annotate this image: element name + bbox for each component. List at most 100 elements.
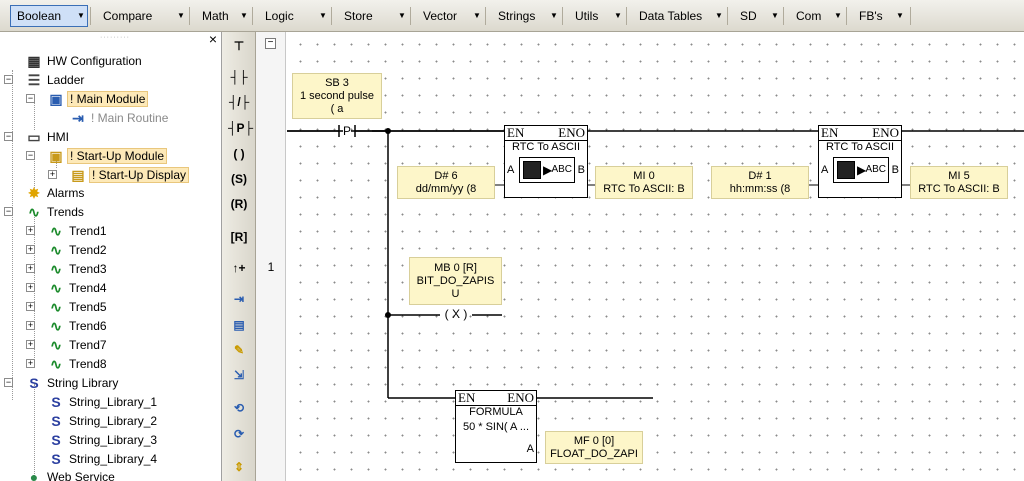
- menu-vector[interactable]: Vector▼: [416, 5, 484, 27]
- tree-item-trend3[interactable]: +∿Trend3: [0, 260, 220, 279]
- tree-item-trend8[interactable]: +∿Trend8: [0, 355, 220, 374]
- collapse-icon[interactable]: −: [4, 206, 13, 216]
- increment-icon[interactable]: ↑+: [232, 261, 246, 275]
- tree-item-trend5[interactable]: +∿Trend5: [0, 298, 220, 317]
- menu-logic[interactable]: Logic▼: [258, 5, 330, 27]
- tree-item-trend6[interactable]: +∿Trend6: [0, 317, 220, 336]
- subroutine-icon[interactable]: ⟳: [233, 427, 245, 441]
- close-panel-button[interactable]: ×: [208, 32, 218, 47]
- tree-item-start-up-display[interactable]: +▤! Start-Up Display: [0, 166, 220, 185]
- rung-collapse-button[interactable]: −: [265, 38, 276, 49]
- menu-label: Com: [796, 9, 822, 23]
- expand-icon[interactable]: +: [26, 282, 35, 292]
- tree-item-label: HMI: [47, 130, 69, 144]
- web-service-icon: ●: [29, 469, 39, 481]
- coil-reset-icon[interactable]: (R): [230, 197, 248, 211]
- tree-item-label: Trend7: [69, 338, 107, 352]
- tree-item-ladder[interactable]: −☰Ladder: [0, 71, 220, 90]
- collapse-icon[interactable]: −: [26, 93, 35, 103]
- tree-item-start-up-module[interactable]: −▣! Start-Up Module: [0, 147, 220, 166]
- chevron-down-icon: ▼: [398, 11, 406, 20]
- panel-grip[interactable]: ·········: [100, 34, 130, 41]
- trend-icon: ∿: [50, 242, 62, 258]
- string-library-icon: S: [29, 375, 39, 391]
- collapse-icon[interactable]: −: [4, 131, 13, 141]
- tree-item-label: ! Start-Up Module: [67, 148, 168, 164]
- tree-item-alarms[interactable]: ✸Alarms: [0, 184, 220, 203]
- menu-label: Boolean: [17, 9, 62, 23]
- tree-item-main-module[interactable]: −▣! Main Module: [0, 90, 220, 109]
- tree-item-hw-configuration[interactable]: ▦HW Configuration: [0, 52, 220, 71]
- menu-data-tables[interactable]: Data Tables▼: [632, 5, 726, 27]
- tree-item-main-routine[interactable]: ⇥! Main Routine: [0, 109, 220, 128]
- reset-block-icon[interactable]: [R]: [230, 230, 248, 244]
- toolbar-separator: [727, 7, 728, 25]
- tree-item-trend4[interactable]: +∿Trend4: [0, 279, 220, 298]
- expand-icon[interactable]: +: [26, 358, 35, 368]
- menu-strings[interactable]: Strings▼: [491, 5, 561, 27]
- string-library-icon: S: [51, 413, 61, 429]
- menu-sd[interactable]: SD▼: [733, 5, 782, 27]
- tree-item-label: Trend2: [69, 243, 107, 257]
- menu-store[interactable]: Store▼: [337, 5, 409, 27]
- coil-icon[interactable]: ( ): [233, 147, 245, 161]
- collapse-icon[interactable]: −: [4, 74, 13, 84]
- resize-icon[interactable]: ⇕: [233, 460, 245, 474]
- collapse-icon[interactable]: −: [4, 377, 13, 387]
- tree-item-trend1[interactable]: +∿Trend1: [0, 222, 220, 241]
- contact-no-icon[interactable]: ┤├: [230, 70, 248, 84]
- tree-item-web-service[interactable]: ●Web Service: [0, 468, 220, 481]
- toolbar-separator: [846, 7, 847, 25]
- expand-icon[interactable]: +: [48, 169, 57, 179]
- trend-icon: ∿: [50, 337, 62, 353]
- tree-item-trend7[interactable]: + ∿ Trend7: [0, 336, 220, 355]
- comment-icon[interactable]: ✎: [233, 343, 245, 357]
- coil-symbol[interactable]: ( X ): [444, 307, 468, 321]
- collapse-icon[interactable]: −: [26, 150, 35, 160]
- input-pin-a-label: A: [526, 443, 534, 455]
- menu-com[interactable]: Com ▼: [789, 5, 845, 27]
- tree-item-trend2[interactable]: + ∿ Trend2: [0, 241, 220, 260]
- menu-boolean[interactable]: Boolean▼: [10, 5, 88, 27]
- formula-output-operand[interactable]: MF 0 [0]FLOAT_DO_ZAPI: [545, 431, 643, 464]
- tree-item-hmi[interactable]: −▭HMI: [0, 128, 220, 147]
- table-icon[interactable]: ▤: [233, 318, 245, 332]
- coil-set-icon[interactable]: (S): [231, 172, 247, 186]
- contact-positive-symbol[interactable]: P: [343, 124, 352, 138]
- expand-icon[interactable]: +: [26, 320, 35, 330]
- expand-icon[interactable]: +: [26, 225, 35, 235]
- expand-icon[interactable]: +: [26, 339, 35, 349]
- expand-icon[interactable]: +: [26, 301, 35, 311]
- call-icon[interactable]: ⇲: [233, 368, 245, 382]
- contact-positive-icon[interactable]: ┤P├: [228, 121, 254, 135]
- menu-compare[interactable]: Compare▼: [96, 5, 188, 27]
- jump-icon[interactable]: ⇥: [233, 292, 245, 306]
- expand-icon[interactable]: +: [26, 263, 35, 273]
- menu-fb-s[interactable]: FB's▼: [852, 5, 907, 27]
- menu-math[interactable]: Math▼: [195, 5, 251, 27]
- chevron-down-icon: ▼: [834, 11, 842, 20]
- loop-icon[interactable]: ⟲: [233, 401, 245, 415]
- tree-item-trends[interactable]: −∿Trends: [0, 203, 220, 222]
- menu-utils[interactable]: Utils▼: [568, 5, 625, 27]
- expand-icon[interactable]: +: [26, 244, 35, 254]
- contact-nc-icon[interactable]: ┤/├: [228, 95, 250, 109]
- block-title: RTC To ASCII: [825, 141, 895, 153]
- rung-select-icon[interactable]: ⊤: [233, 39, 245, 53]
- trend-icon: ∿: [50, 261, 62, 277]
